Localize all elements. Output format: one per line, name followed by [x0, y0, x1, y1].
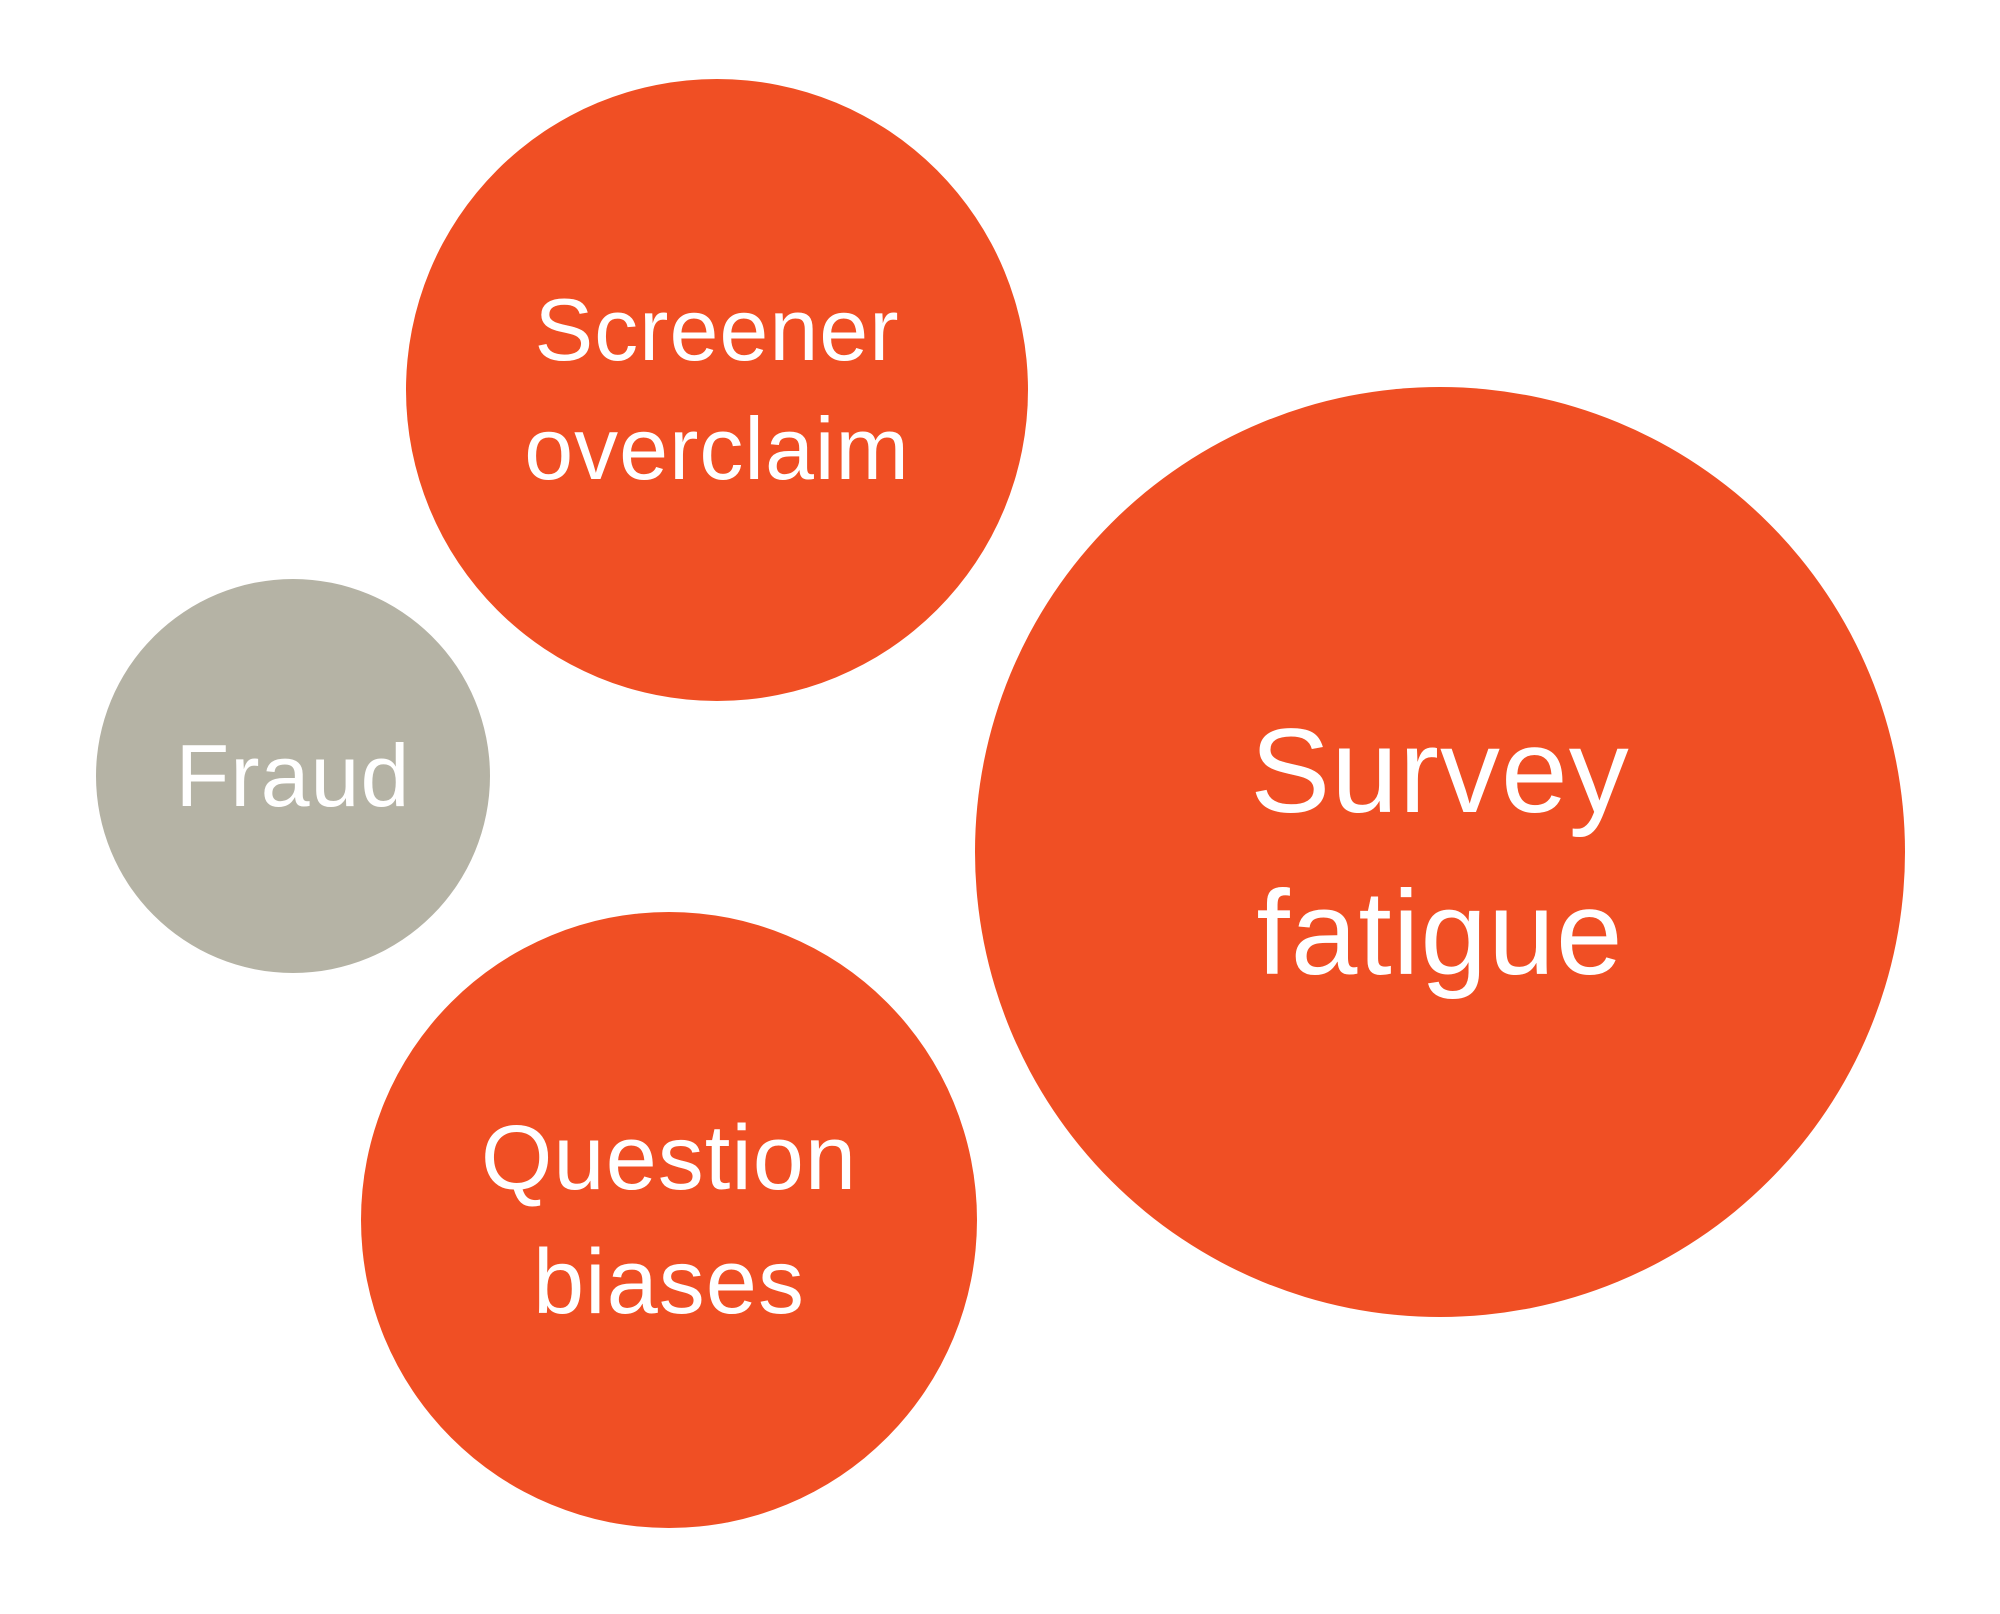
bubble-label-screener-overclaim: Screener overclaim: [524, 280, 910, 498]
bubble-survey-fatigue: Survey fatigue: [975, 387, 1905, 1317]
bubble-label-survey-fatigue: Survey fatigue: [1250, 704, 1630, 1000]
bubble-label-question-biases: Question biases: [480, 1106, 858, 1333]
bubble-fraud: Fraud: [96, 579, 490, 973]
bubble-question-biases: Question biases: [361, 912, 977, 1528]
bubble-screener-overclaim: Screener overclaim: [406, 79, 1028, 701]
bubble-label-fraud: Fraud: [175, 725, 411, 825]
